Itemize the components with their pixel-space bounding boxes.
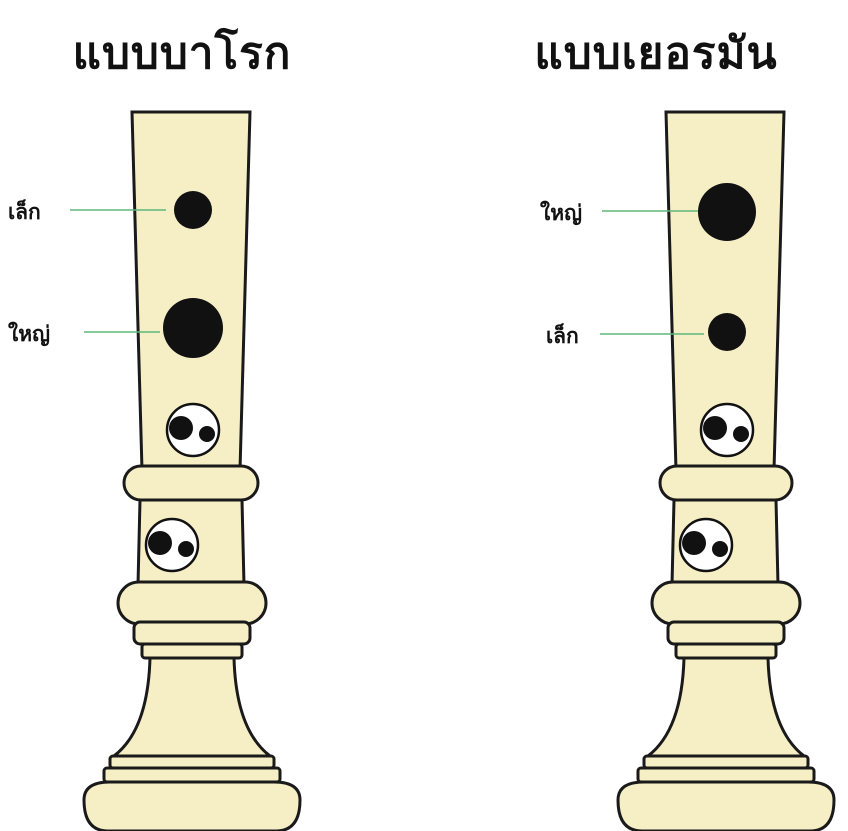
recorder-collar-band-1 <box>668 622 784 644</box>
large-hole <box>698 183 756 241</box>
large-hole <box>163 298 223 358</box>
recorder-bell <box>114 658 270 756</box>
recorder-upper-ring <box>660 466 792 500</box>
recorder-collar-band-2 <box>142 644 242 658</box>
large-hole-label: ใหญ่ <box>540 200 582 226</box>
german-recorder-diagram: ใหญ่ เล็ก <box>424 0 848 831</box>
recorder-base-step-1 <box>110 756 274 768</box>
recorder-base-step-2 <box>104 768 280 782</box>
recorder-base-step-1 <box>644 756 808 768</box>
recorder-lower-ring <box>118 582 266 624</box>
small-hole-label: เล็ก <box>8 198 41 224</box>
small-hole <box>708 313 746 351</box>
double-hole-lower <box>146 519 198 571</box>
double-hole-upper <box>167 404 219 456</box>
double-hole-lower <box>680 519 732 571</box>
large-hole-label: ใหญ่ <box>8 321 50 347</box>
double-hole-upper <box>701 404 753 456</box>
recorder-foot <box>84 782 300 831</box>
small-hole <box>174 191 212 229</box>
recorder-collar-band-1 <box>134 622 250 644</box>
baroque-panel: แบบบาโรก <box>0 0 424 831</box>
german-panel: แบบเยอรมัน <box>424 0 848 831</box>
recorder-base-step-2 <box>638 768 814 782</box>
baroque-recorder-diagram: เล็ก ใหญ่ <box>0 0 424 831</box>
recorder-foot <box>618 782 834 831</box>
recorder-bell <box>648 658 804 756</box>
recorder-collar-band-2 <box>676 644 776 658</box>
recorder-lower-ring <box>652 582 800 624</box>
small-hole-label: เล็ก <box>546 322 579 348</box>
recorder-upper-ring <box>124 466 258 500</box>
